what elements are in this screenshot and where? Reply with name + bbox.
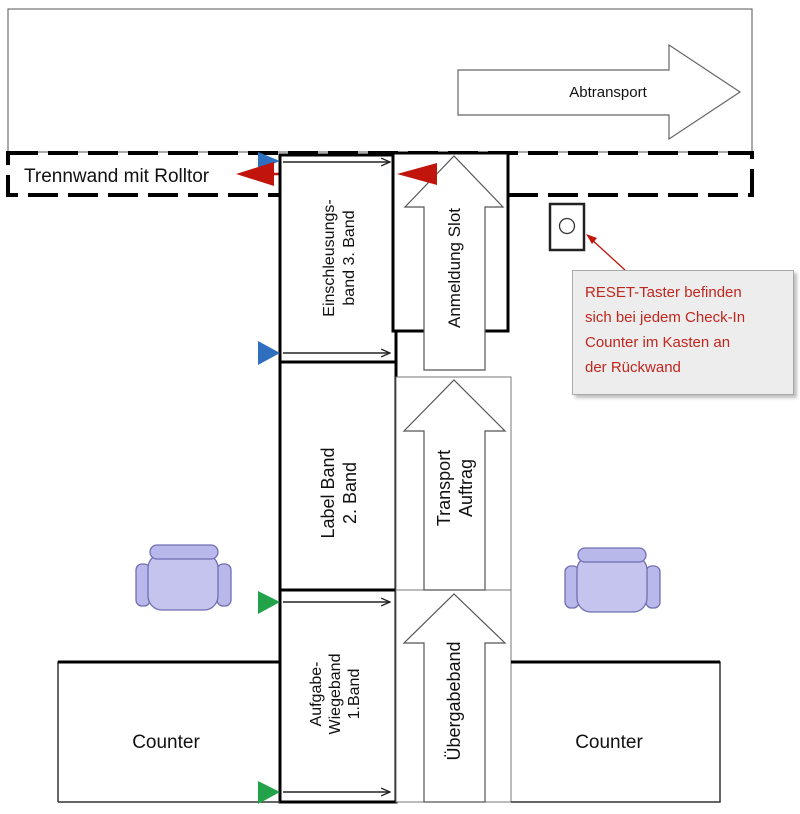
transport-label: Transport Auftrag (434, 450, 476, 526)
transport-up-arrow (402, 379, 507, 591)
counter-left-label: Counter (132, 732, 200, 753)
callout-line-1: RESET-Taster befinden (585, 284, 742, 301)
reset-info-callout: RESET-Taster befinden sich bei jedem Che… (572, 270, 794, 395)
anmeldung-label-text: Anmeldung Slot (445, 208, 464, 328)
transport-label-line2: Auftrag (456, 459, 476, 517)
callout-line-2: sich bei jedem Check-In (585, 309, 746, 326)
anmeldung-up-arrow (403, 155, 505, 371)
callout-leader-line (589, 237, 626, 271)
callout-leader-arrowhead (586, 234, 597, 244)
band-2-box (278, 360, 398, 592)
sensor-red-right-triangle (397, 163, 437, 185)
band-3-box (278, 153, 398, 364)
band-3-label-line1: Einschleusungs- (321, 199, 338, 316)
partition-wall-label: Trennwand mit Rolltor (24, 166, 210, 187)
band-1-label-line2: Wiegeband (327, 654, 344, 735)
reset-button-icon (558, 217, 576, 235)
band-1-label-line1: Aufgabe- (308, 662, 325, 727)
band-2-label-line1: Label Band (318, 447, 338, 538)
chair-left-icon (135, 544, 232, 611)
band-2-label: Label Band 2. Band (318, 447, 360, 538)
callout-line-3: Counter im Kasten an (585, 334, 731, 351)
band-3-label: Einschleusungs- band 3. Band (321, 199, 358, 316)
callout-line-4: der Rückwand (585, 359, 681, 376)
sensor-green-bottom-triangle (258, 781, 280, 804)
anmeldung-label: Anmeldung Slot (445, 208, 464, 328)
band-1-label: Aufgabe- Wiegeband 1.Band (308, 654, 363, 735)
band-1-box (278, 588, 398, 804)
sensor-green-top-triangle (258, 591, 280, 614)
uebergabe-label: Übergabeband (444, 641, 464, 760)
abtransport-arrow (457, 43, 742, 141)
chair-right-icon (564, 547, 661, 613)
sensor-blue-bottom-triangle (258, 341, 280, 365)
counter-right-label: Counter (575, 732, 643, 753)
sensor-red-left-triangle (236, 162, 274, 186)
uebergabe-up-arrow (402, 593, 507, 803)
uebergabe-label-text: Übergabeband (444, 641, 464, 760)
abtransport-label: Abtransport (569, 84, 647, 101)
transport-label-line1: Transport (434, 450, 454, 526)
band-3-label-line2: band 3. Band (341, 210, 358, 305)
band-2-label-line2: 2. Band (340, 462, 360, 524)
band-1-label-line3: 1.Band (346, 669, 363, 720)
